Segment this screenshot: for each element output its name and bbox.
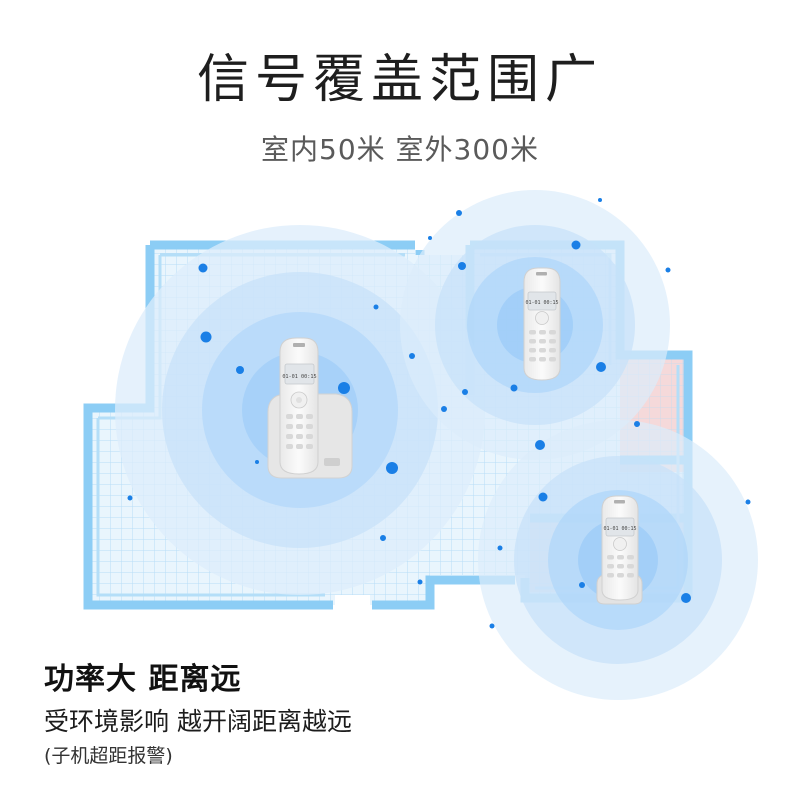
handset-2-screen-text: 01-01 00:15 bbox=[603, 526, 636, 532]
page-title: 信号覆盖范围广 bbox=[196, 50, 603, 110]
page-subtitle: 室内50米 室外300米 bbox=[261, 133, 539, 166]
handset-phone-icon: 01-01 00:15 bbox=[523, 267, 561, 381]
feature-block: 功率大 距离远 受环境影响 越开阔距离越远 (子机超距报警) bbox=[44, 660, 352, 770]
base-phone-icon: 01-01 00:15 bbox=[267, 337, 353, 479]
handset-1-screen-text: 01-01 00:15 bbox=[525, 300, 558, 306]
feature-description: 受环境影响 越开阔距离越远 bbox=[44, 707, 352, 736]
feature-title: 功率大 距离远 bbox=[44, 662, 242, 697]
base-phone-screen-text: 01-01 00:15 bbox=[282, 374, 316, 380]
signal-dots bbox=[127, 198, 751, 629]
feature-note: (子机超距报警) bbox=[44, 745, 173, 767]
handset-phone-icon: 01-01 00:15 bbox=[596, 495, 643, 605]
signal-rings bbox=[115, 190, 758, 700]
